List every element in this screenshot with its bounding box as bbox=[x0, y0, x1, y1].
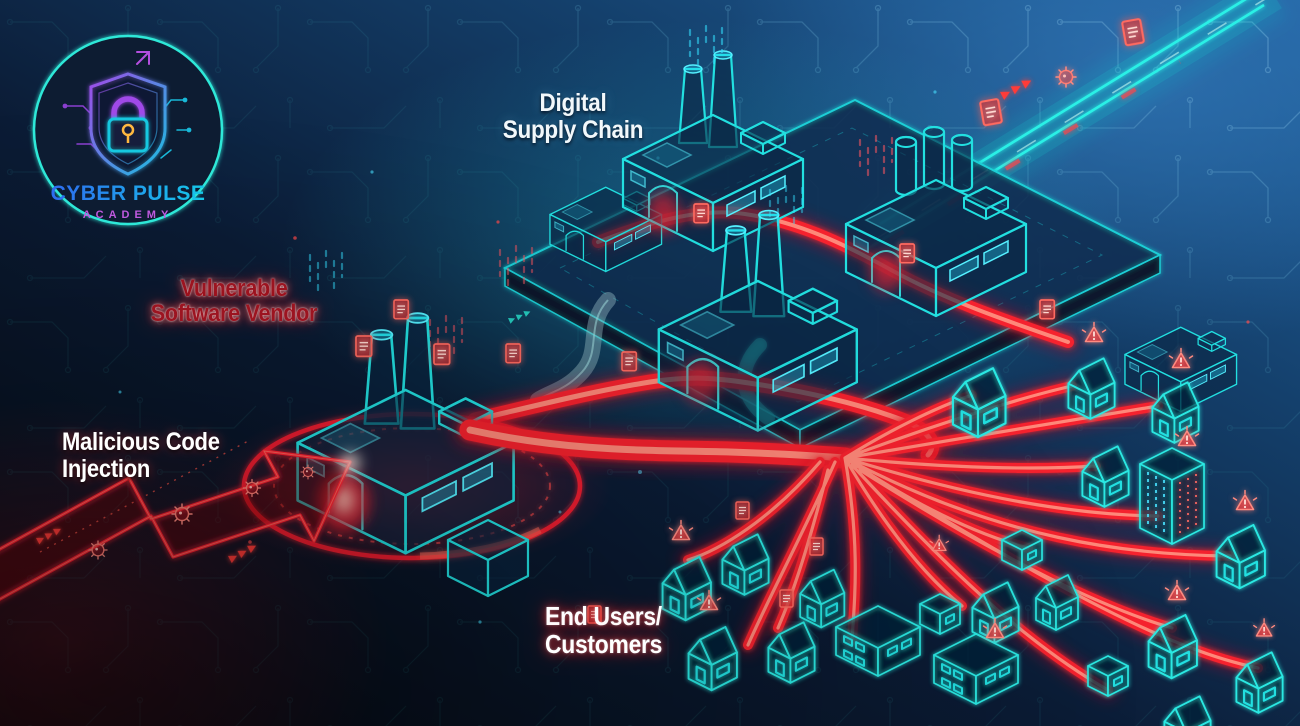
label-line: Digital bbox=[539, 89, 607, 117]
label-vulnerable-software-vendor: Vulnerable Software Vendor bbox=[146, 276, 322, 327]
label-line: Supply Chain bbox=[502, 115, 644, 144]
label-line: End Users/ bbox=[545, 601, 662, 631]
label-line: Malicious Code bbox=[62, 428, 220, 456]
logo-subtitle: ACADEMY bbox=[83, 209, 174, 221]
label-digital-supply-chain: Digital Supply Chain bbox=[492, 90, 654, 143]
label-end-users-customers: End Users/ Customers bbox=[545, 601, 663, 659]
label-line: Injection bbox=[62, 454, 151, 483]
shield-lock-icon bbox=[89, 72, 167, 176]
logo-cyber-pulse-academy: CYBER PULSE ACADEMY bbox=[25, 26, 231, 232]
arrow-icon bbox=[136, 51, 150, 65]
logo-title: CYBER PULSE bbox=[51, 182, 206, 205]
label-malicious-code-injection: Malicious Code Injection bbox=[62, 429, 220, 482]
label-line: Vulnerable bbox=[180, 275, 288, 302]
label-line: Software Vendor bbox=[150, 300, 318, 328]
label-line: Customers bbox=[545, 628, 663, 659]
